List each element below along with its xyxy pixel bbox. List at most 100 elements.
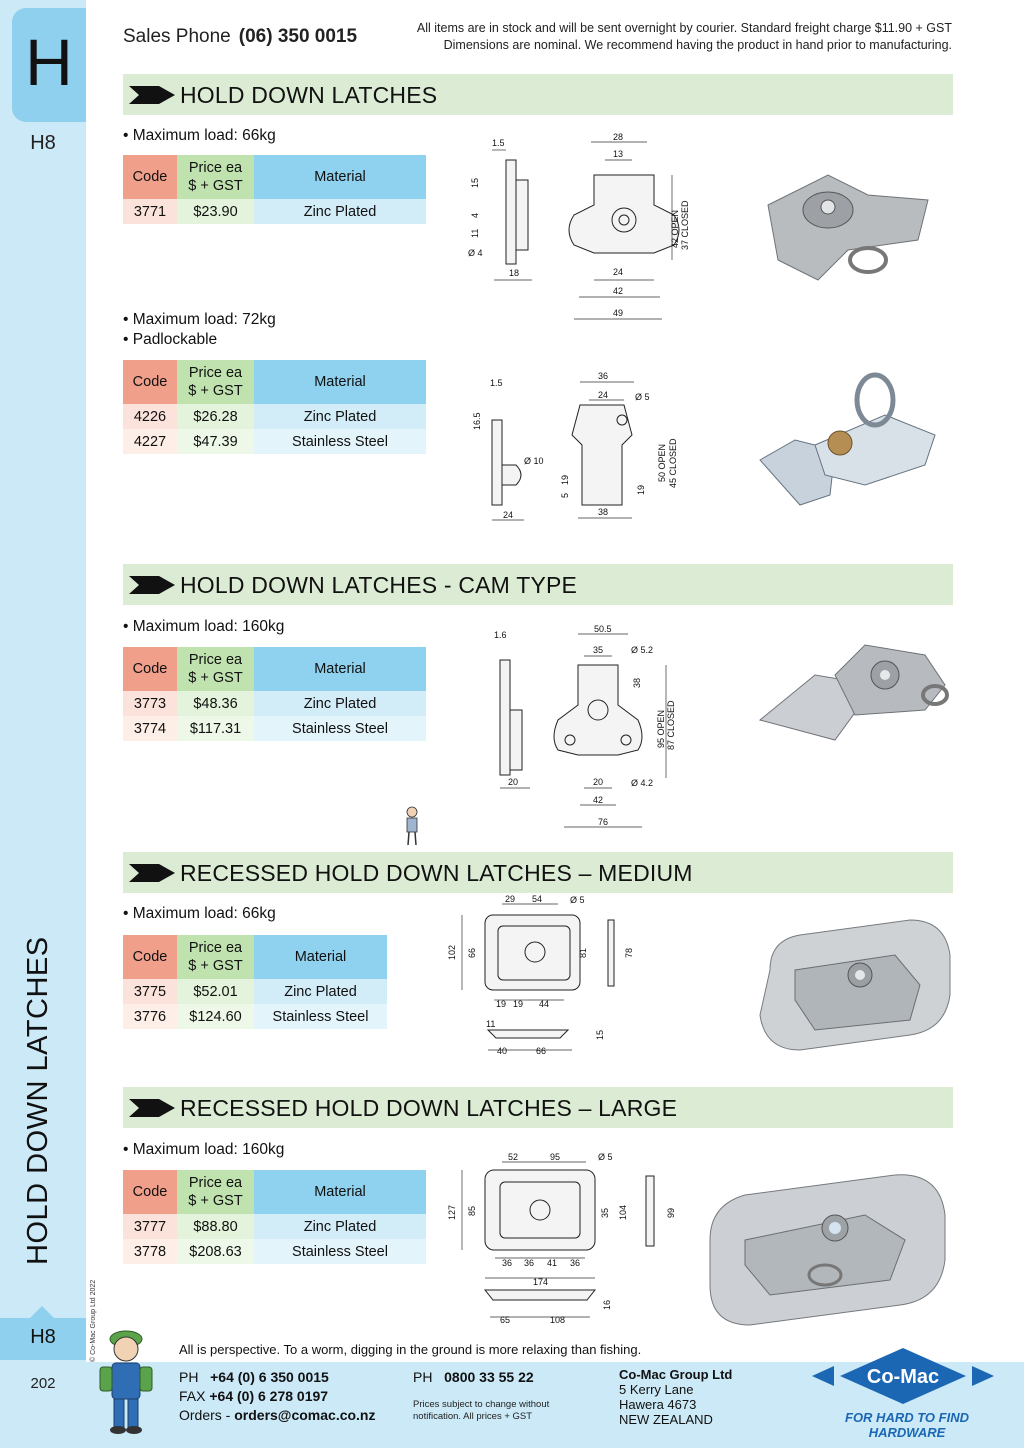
product-price: $23.90 xyxy=(177,199,254,224)
vertical-section-title: HOLD DOWN LATCHES xyxy=(22,936,54,1265)
product-material: Zinc Plated xyxy=(254,199,426,224)
section-code: H8 xyxy=(30,132,56,154)
product-photo xyxy=(759,919,951,1051)
mascot-icon xyxy=(99,1330,153,1434)
section-header: RECESSED HOLD DOWN LATCHES – MEDIUM xyxy=(123,852,953,893)
svg-text:95 OPEN: 95 OPEN xyxy=(656,710,666,748)
svg-text:81: 81 xyxy=(578,948,588,958)
stock-notice-line: All items are in stock and will be sent … xyxy=(416,21,952,35)
svg-text:15: 15 xyxy=(470,178,480,188)
table-row: 3771 $23.90 Zinc Plated xyxy=(123,199,426,224)
svg-text:102: 102 xyxy=(447,945,457,960)
product-material: Zinc Plated xyxy=(254,979,387,1004)
col-header-material: Material xyxy=(254,647,426,691)
svg-text:50.5: 50.5 xyxy=(594,624,612,634)
svg-text:1.5: 1.5 xyxy=(490,378,503,388)
col-header-material: Material xyxy=(254,155,426,199)
product-photo xyxy=(759,372,936,506)
page-code: H8 xyxy=(30,1326,56,1348)
page-number: 202 xyxy=(30,1375,56,1392)
product-price: $47.39 xyxy=(177,429,254,454)
svg-text:16: 16 xyxy=(602,1300,612,1310)
technical-drawing: 1.5 15 11 4 Ø 4 18 28 13 24 42 49 42 OPE… xyxy=(468,132,690,320)
section-header: HOLD DOWN LATCHES - CAM TYPE xyxy=(123,564,953,605)
svg-text:Ø 10: Ø 10 xyxy=(524,456,544,466)
product-photo xyxy=(709,1174,946,1326)
product-code: 4227 xyxy=(123,429,177,454)
stock-notice: All items are in stock and will be sent … xyxy=(352,20,952,54)
svg-text:24: 24 xyxy=(503,510,513,520)
table-row: 3777 $88.80 Zinc Plated xyxy=(123,1214,426,1239)
svg-text:45 CLOSED: 45 CLOSED xyxy=(668,438,678,488)
product-material: Stainless Steel xyxy=(254,429,426,454)
svg-text:Ø 5: Ø 5 xyxy=(635,392,650,402)
product-material: Stainless Steel xyxy=(254,716,426,741)
svg-text:16.5: 16.5 xyxy=(472,412,482,430)
col-header-code: Code xyxy=(123,935,177,979)
col-header-material: Material xyxy=(254,360,426,404)
product-code: 3774 xyxy=(123,716,177,741)
svg-text:49: 49 xyxy=(613,308,623,318)
svg-text:44: 44 xyxy=(539,999,549,1009)
comac-logo: Co-Mac xyxy=(812,1348,994,1404)
col-header-price: Price ea$ + GST xyxy=(177,935,254,979)
spec-bullet: • Maximum load: 72kg xyxy=(123,311,276,328)
section-letter-tab xyxy=(12,8,86,122)
col-header-price: Price ea$ + GST xyxy=(177,1170,254,1214)
table-row: 3778 $208.63 Stainless Steel xyxy=(123,1239,426,1264)
svg-text:76: 76 xyxy=(598,817,608,827)
section-letter: H xyxy=(25,25,73,99)
svg-text:5: 5 xyxy=(560,493,570,498)
col-header-code: Code xyxy=(123,647,177,691)
product-material: Stainless Steel xyxy=(254,1004,387,1029)
product-code: 3771 xyxy=(123,199,177,224)
svg-text:24: 24 xyxy=(598,390,608,400)
svg-text:29: 29 xyxy=(505,894,515,904)
product-price: $88.80 xyxy=(177,1214,254,1239)
spec-bullet: • Maximum load: 160kg xyxy=(123,618,285,635)
sales-phone-line: Sales Phone(06) 350 0015 xyxy=(123,26,357,48)
arrow-icon xyxy=(129,86,175,104)
product-price: $208.63 xyxy=(177,1239,254,1264)
company-name: Co-Mac Group Ltd xyxy=(619,1367,733,1382)
spec-bullet: • Maximum load: 66kg xyxy=(123,905,276,922)
svg-text:Co-Mac: Co-Mac xyxy=(867,1366,939,1388)
svg-text:37 CLOSED: 37 CLOSED xyxy=(680,200,690,250)
technical-drawing: 1.5 16.5 Ø 10 24 36 24 Ø 5 19 5 19 38 50… xyxy=(472,371,678,521)
col-header-price: Price ea$ + GST xyxy=(177,155,254,199)
svg-text:66: 66 xyxy=(467,948,477,958)
section-header: RECESSED HOLD DOWN LATCHES – LARGE xyxy=(123,1087,953,1128)
product-photo xyxy=(758,644,949,741)
svg-text:108: 108 xyxy=(550,1315,565,1325)
svg-text:174: 174 xyxy=(533,1277,548,1287)
mascot-icon xyxy=(406,806,418,846)
svg-text:35: 35 xyxy=(593,645,603,655)
svg-text:40: 40 xyxy=(497,1046,507,1056)
product-material: Zinc Plated xyxy=(254,691,426,716)
svg-text:Ø 5: Ø 5 xyxy=(598,1152,613,1162)
product-table: Code Price ea$ + GST Material 3775 $52.0… xyxy=(123,935,387,1029)
footer-orders: Orders - orders@comac.co.nz xyxy=(179,1407,376,1423)
svg-text:65: 65 xyxy=(500,1315,510,1325)
product-price: $48.36 xyxy=(177,691,254,716)
section-title: HOLD DOWN LATCHES xyxy=(180,82,438,108)
product-table: Code Price ea$ + GST Material 4226 $26.2… xyxy=(123,360,426,454)
product-table: Code Price ea$ + GST Material 3773 $48.3… xyxy=(123,647,426,741)
svg-text:Ø 4.2: Ø 4.2 xyxy=(631,778,653,788)
product-photo xyxy=(767,174,929,281)
svg-text:20: 20 xyxy=(508,777,518,787)
dimension-notice-line: Dimensions are nominal. We recommend hav… xyxy=(443,38,952,52)
svg-text:11: 11 xyxy=(486,1019,495,1029)
table-row: 4226 $26.28 Zinc Plated xyxy=(123,404,426,429)
col-header-material: Material xyxy=(254,1170,426,1214)
svg-text:85: 85 xyxy=(467,1206,477,1216)
svg-text:19: 19 xyxy=(560,475,570,485)
technical-drawing: 29 54 Ø 5 102 66 81 78 19 19 44 11 15 40… xyxy=(447,894,634,1056)
section-title: RECESSED HOLD DOWN LATCHES – MEDIUM xyxy=(180,860,693,886)
product-price: $26.28 xyxy=(177,404,254,429)
spec-bullet: • Maximum load: 160kg xyxy=(123,1141,285,1158)
arrow-icon xyxy=(129,864,175,882)
footer-fax: FAX +64 (0) 6 278 0197 xyxy=(179,1388,329,1404)
svg-text:78: 78 xyxy=(624,948,634,958)
svg-text:104: 104 xyxy=(618,1205,628,1220)
